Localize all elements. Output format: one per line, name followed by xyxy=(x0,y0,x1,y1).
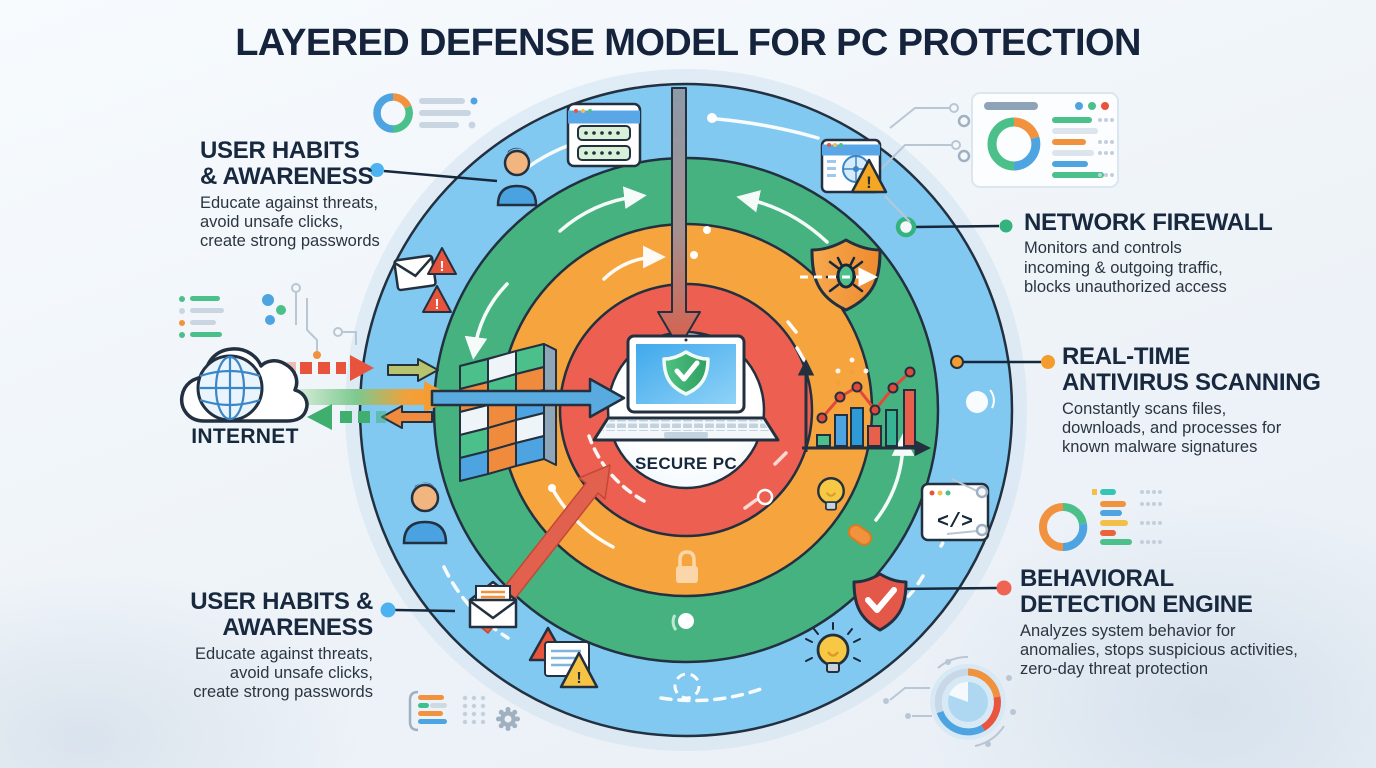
person-icon-bottom xyxy=(402,482,448,545)
callout-heading: USER HABITS & AWARENESS xyxy=(190,588,373,642)
firewall-wall-icon xyxy=(459,343,557,482)
callout-network-firewall: NETWORK FIREWALL Monitors and controls i… xyxy=(1024,209,1273,297)
incoming-threat-arrow xyxy=(350,355,374,381)
filtered-traffic-arrow xyxy=(430,377,626,419)
lock-icon xyxy=(676,550,698,583)
outgoing-arrow xyxy=(381,405,433,429)
shield-check-red-icon xyxy=(852,572,908,632)
circuit-icon-topright xyxy=(879,103,961,223)
circuit-icon-left xyxy=(262,283,357,359)
callout-user-habits-top: USER HABITS & AWARENESS Educate against … xyxy=(200,137,380,252)
connector-dot-blue xyxy=(370,163,384,177)
orange-capsule-icon xyxy=(847,524,873,546)
svg-text:!: ! xyxy=(866,173,872,192)
callout-behavioral-engine: BEHAVIORAL DETECTION ENGINE Analyzes sys… xyxy=(1020,565,1298,680)
donut-chart-icon-topleft xyxy=(373,93,413,133)
connector-dot-blue xyxy=(380,602,396,618)
gauge-circuit-icon xyxy=(883,655,1016,747)
page-title: LAYERED DEFENSE MODEL FOR PC PROTECTION xyxy=(235,22,1141,64)
lightbulb-icon xyxy=(817,477,845,511)
list-icon-topleft xyxy=(419,97,478,129)
internet-label: INTERNET xyxy=(191,425,299,448)
list-gear-icon xyxy=(408,690,520,732)
password-window-icon xyxy=(566,102,642,168)
lightbulb-rays-icon xyxy=(805,622,861,673)
person-icon xyxy=(496,147,538,207)
small-ring-glyph xyxy=(756,488,774,506)
svg-text:!: ! xyxy=(435,296,440,313)
callout-heading: USER HABITS & AWARENESS xyxy=(200,137,374,191)
donut-list-panel-icon xyxy=(946,478,1162,552)
connector-dot-orange-ring xyxy=(950,355,964,369)
connector-ring-green xyxy=(895,216,917,238)
connector-dot-orange xyxy=(1041,355,1055,369)
secure-pc-label: SECURE PC xyxy=(635,454,737,473)
open-envelope-icon xyxy=(468,580,518,629)
traffic-arrows xyxy=(282,355,626,430)
warning-docs-icon: ! ! xyxy=(528,626,599,689)
laptop-icon xyxy=(592,334,780,442)
cloud-internet-icon xyxy=(179,347,309,423)
callout-heading: NETWORK FIREWALL xyxy=(1024,209,1273,236)
callout-body: Analyzes system behavior for anomalies, … xyxy=(1020,621,1298,679)
bar-chart-icon xyxy=(797,357,931,457)
top-threat-arrow xyxy=(657,87,701,349)
gear-icon xyxy=(496,707,520,731)
callout-connectors xyxy=(383,169,1041,613)
svg-text:!: ! xyxy=(440,258,445,275)
connector-dot-green xyxy=(999,219,1013,233)
code-window-icon: </> xyxy=(920,482,990,542)
globe-icon xyxy=(196,354,264,422)
browser-scan-warning-icon: ! xyxy=(820,138,888,194)
callout-body: Constantly scans files, downloads, and p… xyxy=(1062,399,1282,457)
connector-dot-red xyxy=(996,580,1012,596)
list-icon-left xyxy=(179,296,224,338)
bug-shield-icon xyxy=(800,238,882,312)
callout-body: Educate against threats, avoid unsafe cl… xyxy=(193,644,373,702)
callout-realtime-antivirus: REAL-TIME ANTIVIRUS SCANNING Constantly … xyxy=(1062,343,1321,458)
callout-heading: REAL-TIME ANTIVIRUS SCANNING xyxy=(1062,343,1321,397)
outgoing-safe-arrow xyxy=(307,404,332,430)
callout-heading: BEHAVIORAL DETECTION ENGINE xyxy=(1020,565,1253,619)
dashboard-card-icon-topright xyxy=(957,92,1119,188)
svg-text:!: ! xyxy=(576,670,581,687)
ring-outer-glow xyxy=(345,69,1027,751)
callout-body: Educate against threats, avoid unsafe cl… xyxy=(200,193,380,251)
envelope-alert-icon: ! ! xyxy=(393,247,457,313)
callout-body: Monitors and controls incoming & outgoin… xyxy=(1024,239,1227,296)
shield-check-icon xyxy=(662,350,710,396)
filtered-in-arrow xyxy=(387,358,439,382)
svg-text:</>: </> xyxy=(937,511,973,534)
callout-user-habits-bottom: USER HABITS & AWARENESS Educate against … xyxy=(190,588,373,703)
